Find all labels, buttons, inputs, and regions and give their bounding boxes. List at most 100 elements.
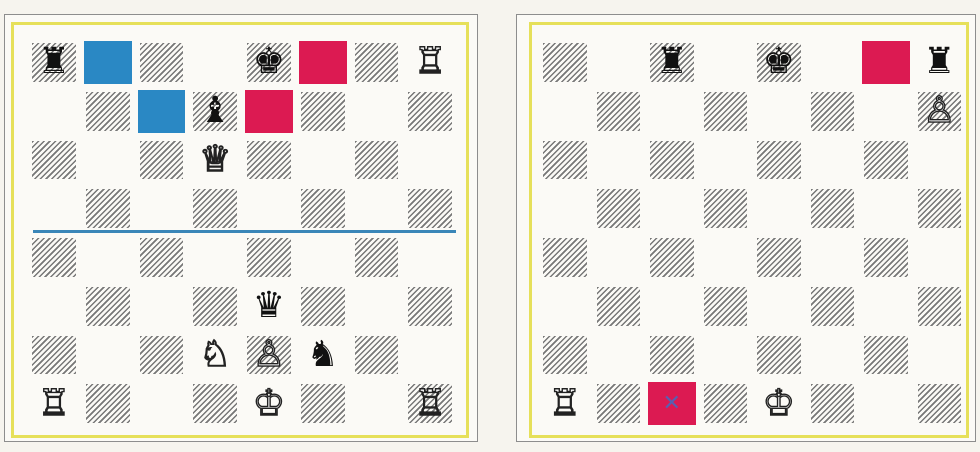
blue-highlight-marker <box>84 41 132 84</box>
dark-square-hatching <box>811 92 855 131</box>
square-e6 <box>752 136 806 185</box>
dark-square-hatching <box>864 238 908 277</box>
square-c8: ♜ <box>645 38 699 87</box>
dark-square-hatching <box>757 336 801 375</box>
square-a8: ♜ <box>27 38 81 87</box>
square-f1 <box>806 379 860 428</box>
square-g2 <box>859 331 913 380</box>
white-queen-icon: ♕ <box>199 142 231 178</box>
square-h3 <box>403 282 457 331</box>
dark-square-hatching <box>355 43 399 82</box>
square-e8: ♚ <box>242 38 296 87</box>
square-c3 <box>645 282 699 331</box>
square-b4 <box>592 233 646 282</box>
square-b1 <box>592 379 646 428</box>
left-board-divider-line <box>33 230 456 233</box>
square-f3 <box>806 282 860 331</box>
dark-square-hatching <box>301 189 345 228</box>
white-rook-icon: ♖ <box>414 44 446 80</box>
left-chessboard: ♜♚♖♝♕♛♘♙♞♖♔♖ <box>27 38 457 428</box>
square-f5 <box>296 184 350 233</box>
square-e7 <box>752 87 806 136</box>
dark-square-hatching <box>597 384 641 423</box>
square-g3 <box>350 282 404 331</box>
square-f3 <box>296 282 350 331</box>
square-c8 <box>135 38 189 87</box>
square-f8 <box>806 38 860 87</box>
white-rook-icon: ♖ <box>38 386 70 422</box>
square-c6 <box>645 136 699 185</box>
square-h5 <box>403 184 457 233</box>
white-king-icon: ♔ <box>253 386 285 422</box>
square-e7 <box>242 87 296 136</box>
black-knight-icon: ♞ <box>306 337 338 373</box>
square-g6 <box>859 136 913 185</box>
dark-square-hatching <box>918 189 962 228</box>
square-a3 <box>538 282 592 331</box>
square-b5 <box>81 184 135 233</box>
square-d3 <box>699 282 753 331</box>
white-pawn-icon: ♙ <box>253 337 285 373</box>
dark-square-hatching <box>704 92 748 131</box>
dark-square-hatching <box>543 43 587 82</box>
square-e2: ♙ <box>242 331 296 380</box>
square-d5 <box>188 184 242 233</box>
square-h8: ♜ <box>913 38 967 87</box>
square-d4 <box>188 233 242 282</box>
square-h5 <box>913 184 967 233</box>
square-b6 <box>592 136 646 185</box>
square-a4 <box>27 233 81 282</box>
square-d6 <box>699 136 753 185</box>
square-d8 <box>188 38 242 87</box>
right-chessboard: ♜♚♜♙♖✕♔ <box>538 38 966 428</box>
square-f2 <box>806 331 860 380</box>
dark-square-hatching <box>811 287 855 326</box>
square-c1 <box>135 379 189 428</box>
square-h1 <box>913 379 967 428</box>
square-b6 <box>81 136 135 185</box>
square-b8 <box>81 38 135 87</box>
square-h6 <box>403 136 457 185</box>
square-e3 <box>752 282 806 331</box>
dark-square-hatching <box>408 189 452 228</box>
cross-icon: ✕ <box>663 393 681 415</box>
square-f6 <box>296 136 350 185</box>
square-h7: ♙ <box>913 87 967 136</box>
square-e2 <box>752 331 806 380</box>
square-e1: ♔ <box>242 379 296 428</box>
dark-square-hatching <box>704 287 748 326</box>
square-e3: ♛ <box>242 282 296 331</box>
square-a2 <box>27 331 81 380</box>
square-a3 <box>27 282 81 331</box>
square-d6: ♕ <box>188 136 242 185</box>
square-f8 <box>296 38 350 87</box>
square-b7 <box>592 87 646 136</box>
dark-square-hatching <box>140 336 184 375</box>
square-g3 <box>859 282 913 331</box>
dark-square-hatching <box>140 141 184 180</box>
square-b5 <box>592 184 646 233</box>
square-c5 <box>135 184 189 233</box>
dark-square-hatching <box>811 384 855 423</box>
dark-square-hatching <box>86 287 130 326</box>
square-a7 <box>27 87 81 136</box>
dark-square-hatching <box>597 189 641 228</box>
white-king-icon: ♔ <box>763 386 795 422</box>
square-b4 <box>81 233 135 282</box>
square-a1: ♖ <box>27 379 81 428</box>
dark-square-hatching <box>86 189 130 228</box>
dark-square-hatching <box>543 141 587 180</box>
square-f7 <box>296 87 350 136</box>
square-d1 <box>188 379 242 428</box>
square-a8 <box>538 38 592 87</box>
square-f6 <box>806 136 860 185</box>
square-g7 <box>350 87 404 136</box>
dark-square-hatching <box>32 336 76 375</box>
square-c2 <box>135 331 189 380</box>
square-c5 <box>645 184 699 233</box>
white-knight-icon: ♘ <box>199 337 231 373</box>
square-h4 <box>913 233 967 282</box>
square-a5 <box>27 184 81 233</box>
dark-square-hatching <box>193 287 237 326</box>
square-h2 <box>913 331 967 380</box>
